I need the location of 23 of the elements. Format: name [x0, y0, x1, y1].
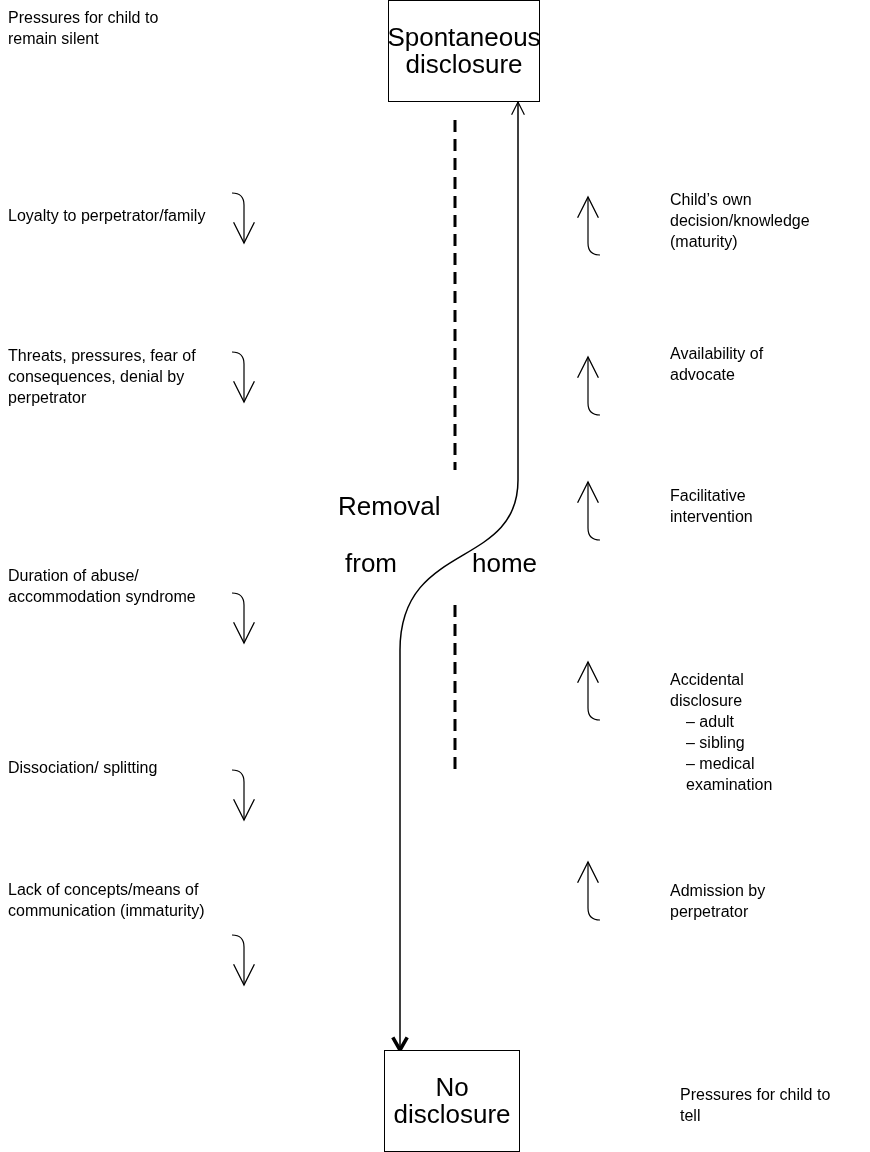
factor-label: Lack of concepts/means of communication (immaturity): [8, 880, 206, 921]
factor-label: Accidental disclosure: [670, 670, 745, 711]
annotation-text: home: [472, 547, 538, 580]
annotation-text: Removal: [338, 490, 441, 523]
factor-label: Threats, pressures, fear of consequences, denial by perpetrator: [8, 346, 197, 408]
column-heading: Pressures for child to tell: [680, 1085, 832, 1126]
curved-arrow: [391, 101, 525, 1052]
box-text: No disclosure: [392, 1073, 512, 1129]
list-item: – sibling: [686, 733, 745, 753]
outcome-box: [388, 0, 540, 102]
box-text: Spontaneous disclosure: [387, 23, 541, 79]
column-heading: Pressures for child to remain silent: [8, 8, 160, 49]
outcome-box: [384, 1050, 520, 1152]
annotation-text: from: [345, 547, 397, 580]
factor-label: Facilitative intervention: [670, 486, 754, 527]
factor-label: Dissociation/ splitting: [8, 758, 158, 778]
list-item: – medical examination: [686, 754, 774, 795]
factor-label: Availability of advocate: [670, 344, 765, 385]
factor-label: Child’s own decision/knowledge (maturity): [670, 190, 811, 252]
factor-label: Duration of abuse/ accommodation syndrome: [8, 566, 197, 607]
factor-label: Admission by perpetrator: [670, 881, 767, 922]
list-item: – adult: [686, 712, 735, 732]
factor-label: Loyalty to perpetrator/family: [8, 206, 206, 226]
